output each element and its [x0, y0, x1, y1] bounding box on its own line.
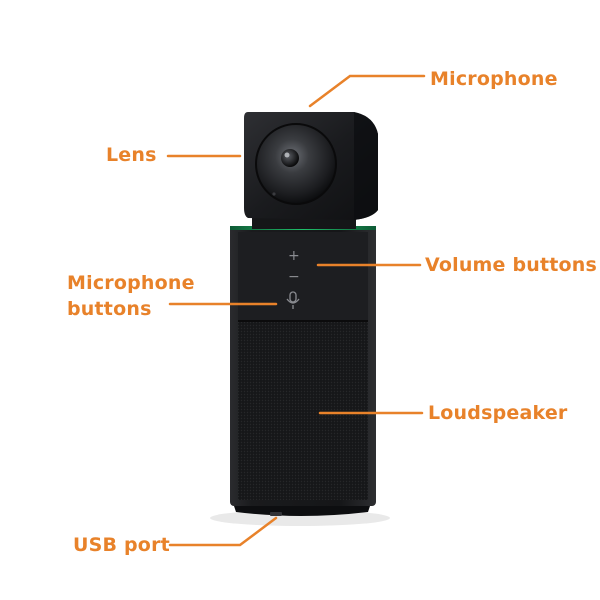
leader-microphone — [308, 74, 426, 108]
speaker-grille — [238, 322, 368, 500]
label-microphone-buttons: Microphone buttons — [67, 270, 227, 322]
label-microphone-buttons-line1: Microphone — [67, 272, 195, 294]
lens-highlight — [284, 152, 290, 158]
label-microphone: Microphone — [430, 68, 558, 90]
label-microphone-buttons-line2: buttons — [67, 298, 152, 320]
usb-port[interactable] — [270, 512, 282, 516]
leader-usb — [168, 516, 278, 547]
camera-head-side — [354, 112, 378, 220]
volume-up-icon[interactable]: + — [288, 248, 300, 264]
mic-hole — [272, 192, 276, 196]
control-panel — [238, 232, 368, 320]
label-lens: Lens — [106, 144, 157, 166]
label-volume-buttons: Volume buttons — [425, 254, 598, 276]
label-loudspeaker: Loudspeaker — [428, 402, 568, 424]
label-usb-port: USB port — [73, 534, 170, 556]
volume-down-icon[interactable]: − — [288, 269, 300, 285]
lens-rim — [255, 123, 337, 205]
microphone-icon[interactable] — [286, 291, 300, 309]
lens-pupil — [281, 149, 299, 167]
